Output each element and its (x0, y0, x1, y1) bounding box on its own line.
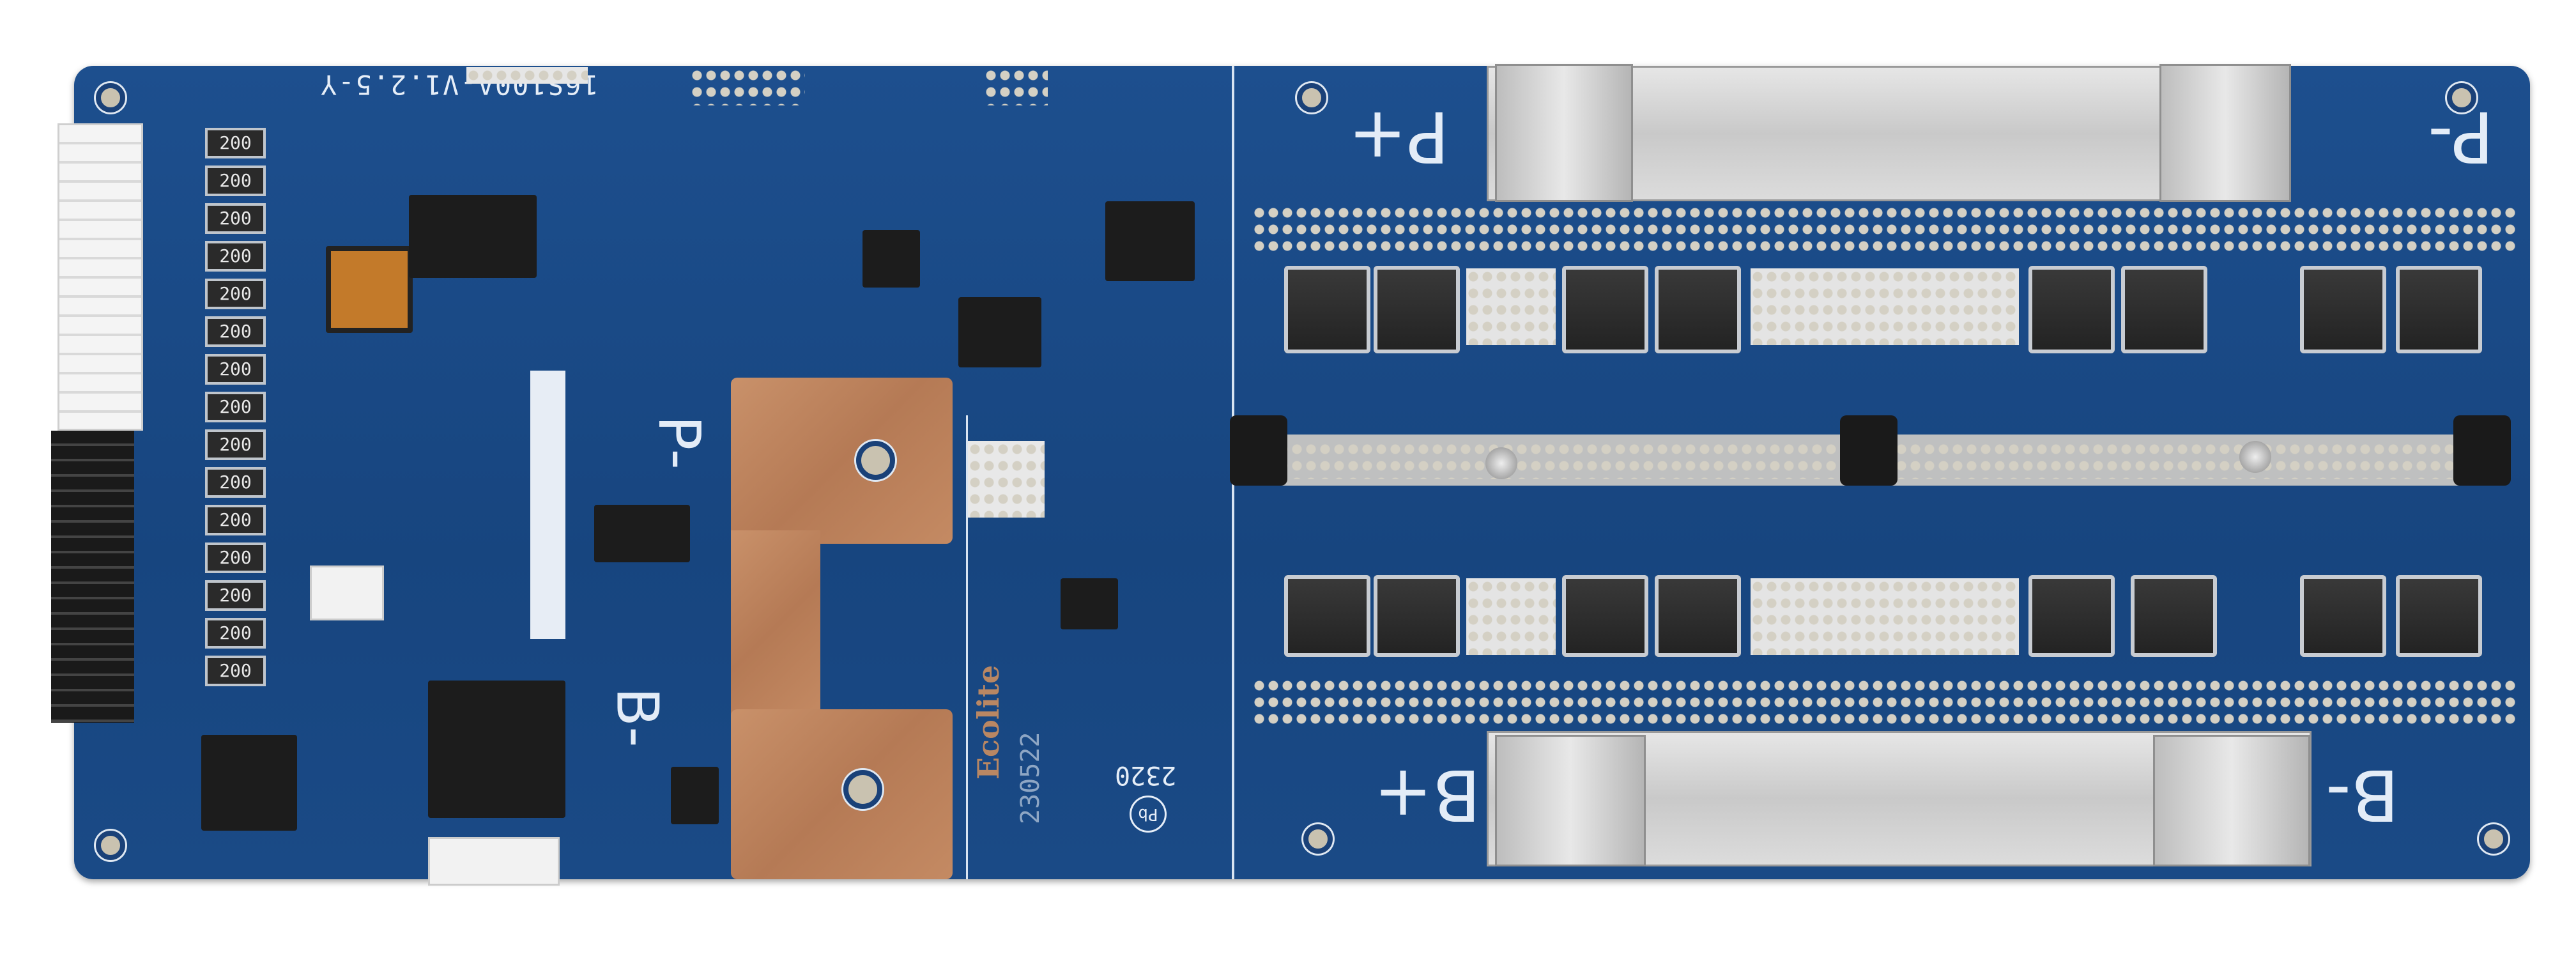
mosfet (1374, 575, 1460, 657)
brand-logo: Ecolite (971, 665, 1006, 780)
resistor: 200 (205, 203, 266, 234)
mosfet (2121, 266, 2207, 353)
mosfet (1655, 266, 1741, 353)
sense-wire-clamp (1230, 415, 1287, 486)
label-strip (530, 371, 565, 639)
mosfet (2131, 575, 2217, 657)
mounting-hole (96, 83, 125, 112)
ic-chip (1061, 578, 1118, 629)
mosfet (1562, 575, 1648, 657)
lead-free-mark: Pb (1130, 796, 1167, 833)
terminal-label-b-plus: B+ (1374, 754, 1481, 836)
terminal-block (2159, 64, 2291, 202)
mounting-hole (1303, 824, 1333, 854)
balance-connector-white (57, 123, 143, 431)
resistor: 200 (205, 354, 266, 385)
resistor-column: 200 200 200 200 200 200 200 200 200 200 … (205, 128, 266, 686)
terminal-block (1495, 64, 1633, 202)
mounting-hole (2479, 824, 2508, 854)
mounting-hole (2447, 83, 2476, 112)
thermal-pad (1751, 578, 2019, 655)
mosfet (1374, 266, 1460, 353)
resistor: 200 (205, 429, 266, 460)
thermal-pad (1751, 268, 2019, 345)
resistor: 200 (205, 656, 266, 686)
thermal-pad (1466, 268, 1556, 345)
mounting-hole (1297, 83, 1326, 112)
resistor: 200 (205, 392, 266, 422)
via-array (1252, 204, 2517, 256)
thermal-pad (968, 441, 1045, 518)
afe-chip (201, 735, 297, 831)
mosfet (2396, 575, 2482, 657)
resistor: 200 (205, 580, 266, 611)
ic-chip (1105, 201, 1195, 281)
terminal-block (2153, 735, 2310, 866)
terminal-label-b-minus: B- (603, 687, 671, 748)
resistor: 200 (205, 165, 266, 196)
resistor: 200 (205, 505, 266, 535)
header-pads (984, 67, 1048, 105)
header-pads (690, 67, 805, 105)
ic-chip (594, 505, 690, 562)
screw (1485, 447, 1517, 479)
busbar-bolt-hole (843, 770, 882, 809)
ic-chip (862, 230, 920, 288)
mounting-hole (96, 831, 125, 860)
via-array (1252, 677, 2517, 728)
terminal-label-p-minus: P- (2428, 96, 2494, 178)
thermal-pad (1466, 578, 1556, 655)
mosfet (1284, 266, 1370, 353)
resistor: 200 (205, 542, 266, 573)
sense-wire-clamp (2453, 415, 2511, 486)
terminal-label-p-plus: P+ (1348, 96, 1450, 178)
resistor: 200 (205, 128, 266, 158)
sense-wire-clamp (1840, 415, 1897, 486)
terminal-label-p-minus-copper: P- (645, 415, 712, 470)
transformer (326, 246, 413, 333)
mosfet (2028, 575, 2115, 657)
power-component (409, 195, 537, 278)
section-divider (966, 415, 968, 879)
board-code: 2320 (1115, 760, 1177, 790)
ic-chip (958, 297, 1041, 367)
header-pads (466, 67, 588, 84)
small-connector (428, 837, 560, 886)
ic-chip (671, 767, 719, 824)
resistor: 200 (205, 316, 266, 347)
date-code: 230522 (1016, 732, 1045, 825)
resistor: 200 (205, 467, 266, 498)
terminal-label-b-minus-right: B- (2326, 754, 2400, 836)
mosfet (1284, 575, 1370, 657)
balance-connector-black (51, 431, 134, 723)
mosfet (2028, 266, 2115, 353)
mosfet (2300, 575, 2386, 657)
mosfet (2300, 266, 2386, 353)
resistor: 200 (205, 618, 266, 649)
copper-busbar (731, 378, 953, 544)
mosfet (1562, 266, 1648, 353)
copper-busbar (731, 530, 820, 722)
screw (2239, 441, 2271, 473)
resistor: 200 (205, 279, 266, 309)
copper-busbar (731, 709, 953, 879)
terminal-block (1495, 735, 1646, 866)
mosfet (1655, 575, 1741, 657)
microcontroller-chip (428, 681, 565, 818)
mosfet (2396, 266, 2482, 353)
busbar-bolt-hole (856, 441, 895, 480)
resistor: 200 (205, 241, 266, 272)
small-connector (310, 565, 384, 620)
